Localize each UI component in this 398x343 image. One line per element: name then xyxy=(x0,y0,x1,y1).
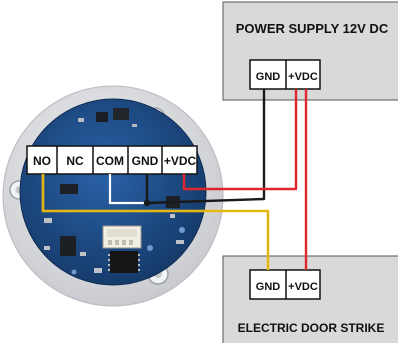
board-terminal-strip: NO NC COM GND +VDC xyxy=(26,145,198,175)
junction-dot xyxy=(143,199,151,207)
black-wire xyxy=(145,89,266,205)
power-supply-box: POWER SUPPLY 12V DC GND +VDC xyxy=(222,1,398,101)
reader-device xyxy=(2,85,224,307)
board-terminal-gnd: GND xyxy=(132,154,159,168)
door-strike-title: ELECTRIC DOOR STRIKE xyxy=(238,321,385,335)
pcb-chip xyxy=(110,251,138,273)
board-terminal-no: NO xyxy=(33,154,51,168)
power-supply-title: POWER SUPPLY 12V DC xyxy=(236,21,389,36)
red-wire-board xyxy=(182,89,298,191)
board-terminal-com: COM xyxy=(96,154,124,168)
power-supply-vdc-terminal: +VDC xyxy=(288,71,318,83)
door-strike-gnd-terminal: GND xyxy=(256,281,281,293)
white-jumper-wire xyxy=(108,174,147,205)
board-terminal-vdc: +VDC xyxy=(164,154,197,168)
door-strike-vdc-terminal: +VDC xyxy=(288,281,318,293)
power-supply-gnd-terminal: GND xyxy=(256,71,281,83)
door-strike-box: GND +VDC ELECTRIC DOOR STRIKE xyxy=(222,255,398,343)
board-terminal-nc: NC xyxy=(66,154,84,168)
